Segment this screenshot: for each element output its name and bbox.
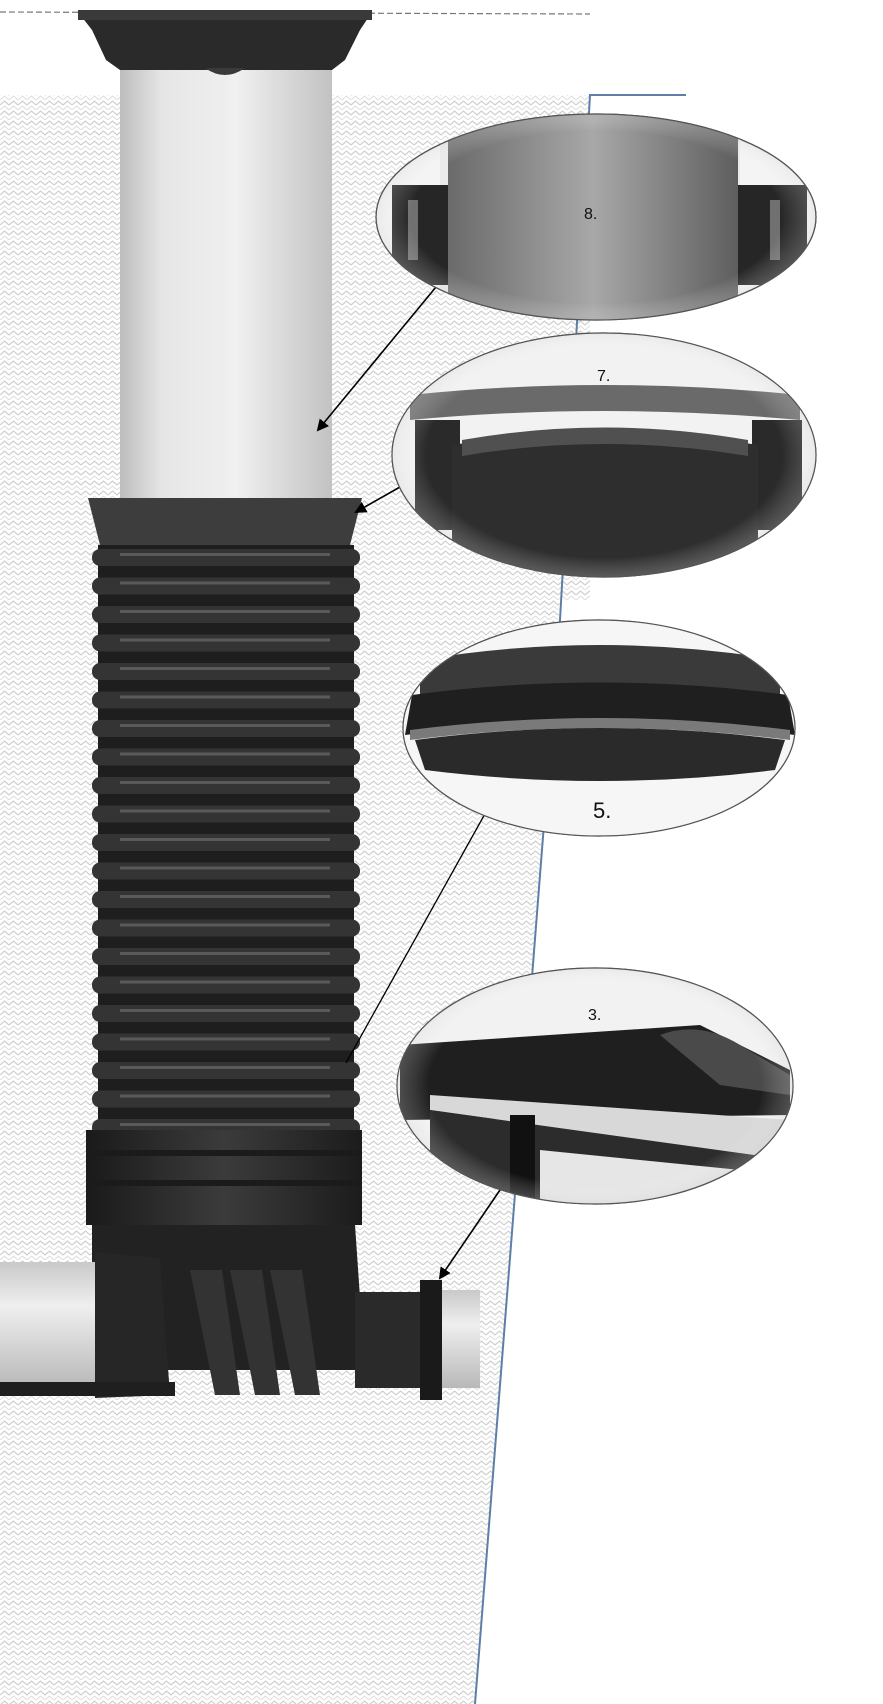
shaft-rib-highlight <box>120 1037 330 1041</box>
shaft-rib <box>92 577 360 595</box>
arrow-8 <box>316 286 437 432</box>
shaft-rib <box>92 805 360 823</box>
detail-bubble-5: 5. <box>402 619 796 837</box>
shaft-rib <box>92 549 360 566</box>
shaft-rib <box>92 663 360 680</box>
callout-arrows <box>316 286 501 1280</box>
shaft-rib-highlight <box>120 752 330 756</box>
shaft-rib <box>92 634 360 652</box>
shaft-rib <box>92 691 360 709</box>
corrugated-shaft <box>92 545 360 1136</box>
shaft-rib-highlight <box>120 952 330 955</box>
shaft-rib-highlight <box>120 1009 330 1012</box>
shaft-rib-highlight <box>120 1066 330 1069</box>
shaft-rib <box>92 777 360 794</box>
shaft-rib-highlight <box>120 638 330 642</box>
riser-pipe <box>78 10 372 498</box>
horizontal-pipes <box>0 1252 480 1400</box>
shaft-rib-highlight <box>120 610 330 613</box>
shaft-rib-highlight <box>120 553 330 556</box>
shaft-rib-highlight <box>120 866 330 870</box>
shaft-rib <box>92 1062 360 1079</box>
detail-bubble-3: 3. <box>396 967 794 1205</box>
callout-label-5: 5. <box>593 798 611 823</box>
shaft-rib-highlight <box>120 980 330 984</box>
detail-bubble-8: 8. <box>375 113 817 321</box>
arrow-7 <box>354 486 401 513</box>
arrow-3 <box>438 1189 501 1280</box>
shaft-rib-highlight <box>120 781 330 784</box>
shaft-rib-highlight <box>120 581 330 585</box>
shaft-rib <box>92 1033 360 1051</box>
shaft-rib-highlight <box>120 724 330 727</box>
shaft-rib-highlight <box>120 695 330 699</box>
shaft-rib-highlight <box>120 838 330 841</box>
shaft-rib-highlight <box>120 1094 330 1098</box>
shaft-rib <box>92 834 360 851</box>
shaft-rib <box>92 862 360 880</box>
shaft-rib <box>92 976 360 994</box>
shaft-rib-highlight <box>120 1123 330 1126</box>
callout-label-3: 3. <box>588 1007 601 1024</box>
shaft-rib <box>92 891 360 908</box>
shaft-rib <box>92 606 360 623</box>
shaft-rib <box>92 919 360 937</box>
detail-bubble-7: 7. <box>391 332 817 578</box>
shaft-rib-highlight <box>120 809 330 813</box>
shaft-rib <box>92 720 360 737</box>
shaft-rib <box>92 1090 360 1108</box>
shaft-rib-highlight <box>120 895 330 898</box>
callout-label-7: 7. <box>597 368 610 385</box>
telescopic-adapter <box>88 498 362 545</box>
shaft-rib <box>92 948 360 965</box>
shaft-rib-highlight <box>120 667 330 670</box>
shaft-rib <box>92 748 360 766</box>
ground-level-line <box>0 11 591 15</box>
arrow-5 <box>345 811 487 1064</box>
callout-label-8: 8. <box>584 206 597 223</box>
shaft-rib-highlight <box>120 923 330 927</box>
shaft-rib <box>92 1005 360 1022</box>
